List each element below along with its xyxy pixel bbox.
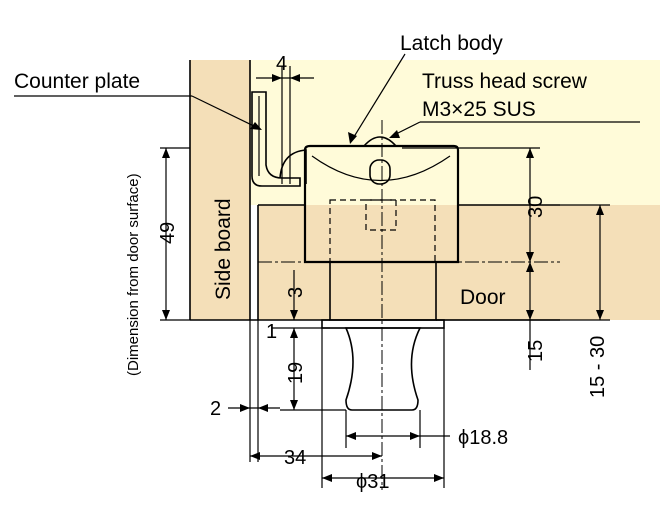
dim-text-4: 4 [276,53,287,75]
label-screw-line2: M3×25 SUS [422,98,536,121]
arrow-30-top [526,148,534,158]
dim-text-dia-18-8: ϕ18.8 [458,427,508,449]
arrow-2-right [258,404,268,412]
dim-text-1: 1 [266,321,277,343]
label-dimension-note: (Dimension from door surface) [125,173,142,376]
leader-counter-plate [191,95,259,129]
arrow-3 [290,310,298,320]
arrow-34-left [250,452,260,460]
latch-body-inner-curve [311,155,451,181]
dim-text-30: 30 [525,196,547,218]
arrow-30-bottom [526,252,534,262]
arrow-49-top [162,148,170,158]
arrow-15-top [526,262,534,272]
label-side-board: Side board [212,198,235,300]
arrow-4-left [272,74,282,82]
screw-shank [369,159,391,185]
dim-text-2: 2 [210,398,221,420]
knob-flange [321,319,445,329]
dim-text-34: 34 [284,447,306,469]
arrow-49-bottom [162,310,170,320]
label-screw-line1: Truss head screw [422,70,588,93]
arrow-19-top [290,328,298,338]
dim-text-49: 49 [157,222,179,244]
arrow-19-bottom [290,400,298,410]
dim-text-dia-31: ϕ31 [356,471,389,493]
door-lower-section [258,262,660,320]
arrow-34-right [372,452,382,460]
latch-body [303,144,460,264]
dim-text-15-30: 15 - 30 [587,336,609,398]
arrow-latch-body [348,132,357,144]
screw-hole-hidden [365,199,397,231]
side-board-section [190,60,250,320]
arrow-31-right [434,474,444,482]
label-latch-body: Latch body [400,32,503,55]
knob [344,327,422,411]
label-door: Door [460,286,506,309]
arrow-15-30-top [596,205,604,215]
label-counter-plate: Counter plate [14,70,140,93]
arrow-counter-plate [250,122,262,130]
leader-latch-body [351,53,406,141]
arrow-15-bottom [526,310,534,320]
pale-background-panel [250,60,660,205]
arrow-4-right [290,74,300,82]
arrow-2-left [240,404,250,412]
dim-text-3: 3 [285,287,307,298]
arrow-screw [389,130,400,138]
arrow-18-8-left [346,432,356,440]
dim-text-19: 19 [285,362,307,384]
arrow-31-left [322,474,332,482]
arrow-15-30-bottom [596,310,604,320]
dim-text-15: 15 [525,340,547,362]
counter-plate [251,91,301,187]
arrow-18-8-right [410,432,420,440]
